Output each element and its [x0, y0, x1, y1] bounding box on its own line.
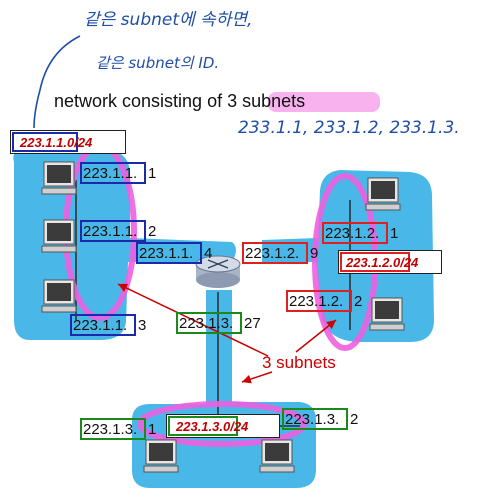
- bottom-subnet-id-box: [168, 416, 238, 436]
- host-right-bot-suffix: 2: [354, 293, 363, 310]
- host-right-bot-prefix-box: [286, 290, 352, 312]
- callout-arrow-left: [117, 283, 269, 357]
- handwritten-subnet-list: 233.1.1, 233.1.2, 233.1.3.: [238, 118, 460, 138]
- computer-icon-right-top: [365, 177, 401, 211]
- title-highlight: [268, 92, 380, 112]
- callout-arrow-right: [295, 319, 337, 353]
- right-subnet-mask: 223.1.2.0/24: [346, 255, 419, 270]
- host-left-bot-suffix: 3: [138, 317, 147, 334]
- annotation-pointer-line: [33, 35, 81, 129]
- host-right-top-suffix: 1: [390, 225, 399, 242]
- host-left-bot-prefix-box: [70, 314, 136, 336]
- bottom-subnet-mask: 223.1.3.0/24: [176, 419, 249, 434]
- router-icon: [195, 255, 241, 288]
- router-left-ip: 223.1.1.: [139, 245, 194, 262]
- callout-arrow-bottom: [241, 371, 273, 384]
- computer-icon-bottom-right: [259, 439, 295, 473]
- router-left-prefix-box: [136, 242, 202, 264]
- page-title: network consisting of 3 subnets: [54, 91, 306, 111]
- computer-icon-left-bot: [41, 279, 77, 313]
- computer-icon-bottom-left: [143, 439, 179, 473]
- host-bottom-left-suffix: 1: [148, 421, 157, 438]
- host-left-top-suffix: 1: [148, 165, 157, 182]
- host-bottom-left-prefix-box: [80, 418, 146, 440]
- host-right-bot-ip: 223.1.2.: [289, 293, 344, 310]
- left-subnet-id-box: [12, 132, 78, 152]
- host-left-top-prefix-box: [80, 162, 146, 184]
- router-right-suffix: 9: [310, 245, 319, 262]
- left-subnet-mask: 223.1.1.0/24: [20, 135, 93, 150]
- host-left-bot-ip: 223.1.1.: [73, 317, 128, 334]
- computer-icon-left-mid: [41, 219, 77, 253]
- host-left-mid-prefix-box: [80, 220, 146, 242]
- host-bottom-left-ip: 223.1.3.: [83, 421, 138, 438]
- host-left-mid-ip: 223.1.1.: [83, 223, 138, 240]
- handwritten-note-line1: 같은 subnet에 속하면,: [84, 10, 253, 30]
- computer-icon-right-bot: [369, 297, 405, 331]
- router-bottom-prefix-box: [176, 312, 242, 334]
- host-left-top-ip: 223.1.1.: [83, 165, 138, 182]
- host-bottom-right-prefix-box: [282, 408, 348, 430]
- router-right-prefix-box: [242, 242, 308, 264]
- router-right-ip: 223.1.2.: [245, 245, 300, 262]
- router-bottom-suffix: 27: [244, 315, 261, 332]
- handwritten-note-line2: 같은 subnet의 ID.: [96, 54, 220, 72]
- host-bottom-right-suffix: 2: [350, 411, 359, 428]
- computer-icon-left-top: [41, 161, 77, 195]
- host-right-top-prefix-box: [322, 222, 388, 244]
- router-bottom-ip: 223.1.3.: [179, 315, 234, 332]
- right-subnet-id-box: [340, 252, 410, 272]
- host-left-mid-suffix: 2: [148, 223, 157, 240]
- host-right-top-ip: 223.1.2.: [325, 225, 380, 242]
- callout-label: 3 subnets: [262, 353, 336, 372]
- router-left-suffix: 4: [204, 245, 213, 262]
- host-bottom-right-ip: 223.1.3.: [285, 411, 340, 428]
- bottom-subnet-ring: [137, 401, 307, 447]
